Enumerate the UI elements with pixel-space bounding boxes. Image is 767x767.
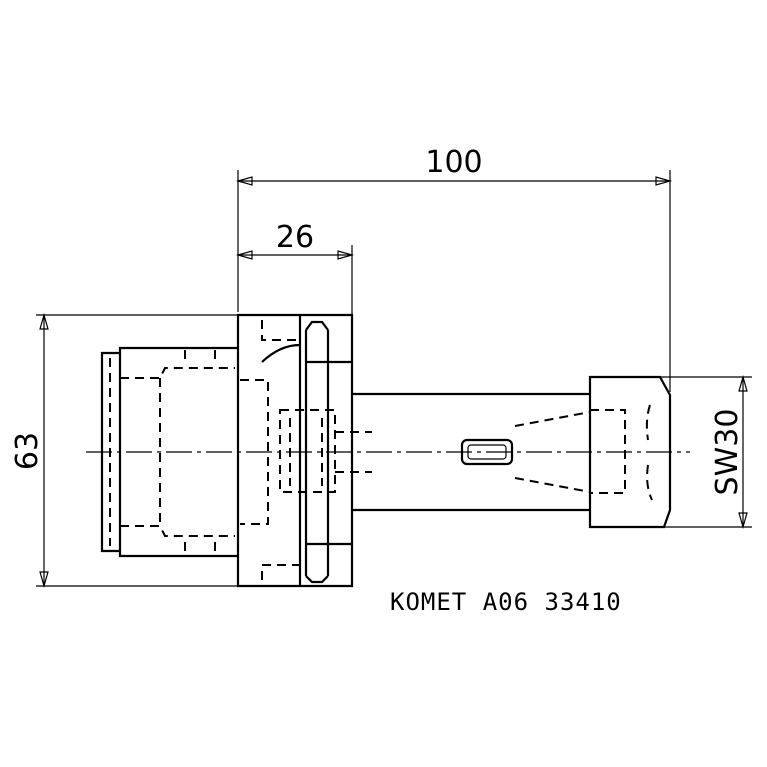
dimension-diameter-value: 63 — [10, 432, 45, 470]
part-label: KOMET A06 33410 — [390, 588, 622, 616]
dimension-overall-length-value: 100 — [425, 145, 482, 180]
shank — [352, 392, 591, 512]
dimension-flange-length-value: 26 — [276, 220, 314, 255]
dimension-wrench-size-value: SW30 — [710, 409, 745, 496]
tool-holder-body — [100, 313, 672, 588]
flange — [236, 313, 372, 588]
dimension-flange-length: 26 — [235, 220, 355, 318]
dimension-overall-length: 100 — [235, 145, 673, 392]
collet-nut — [100, 346, 238, 558]
dimension-wrench-size: SW30 — [660, 374, 752, 530]
dimension-diameter: 63 — [10, 312, 238, 589]
wrench-hex — [588, 375, 672, 529]
